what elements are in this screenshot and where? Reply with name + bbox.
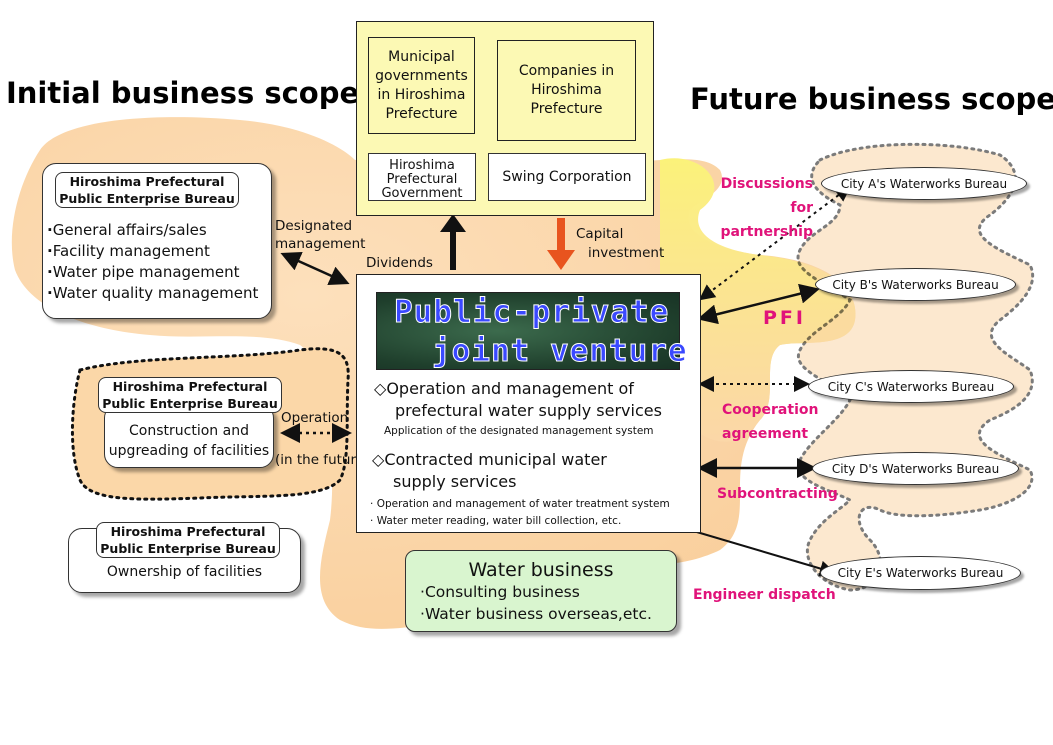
capital-investment-label: Capital investment bbox=[576, 225, 664, 263]
bureau-construction-body: Construction and upgreading of facilitie… bbox=[104, 421, 274, 461]
designated-line2: management bbox=[275, 236, 366, 252]
diamond-icon: ◇ bbox=[374, 379, 387, 398]
companies-label: Companies in Hiroshima Prefecture bbox=[518, 63, 615, 117]
swing-corporation-label: Swing Corporation bbox=[502, 169, 632, 185]
capital-line2: investment bbox=[588, 245, 665, 261]
op-line1: Operation and management of bbox=[386, 379, 634, 398]
prefectural-government-label: Hiroshima Prefectural Government bbox=[381, 158, 463, 201]
discussions-line2: for partnership bbox=[720, 200, 813, 240]
bureau-construction-title: Hiroshima Prefectural Public Enterprise … bbox=[98, 377, 282, 413]
capital-line1: Capital bbox=[576, 226, 624, 242]
future-scope-blob bbox=[796, 142, 1035, 592]
future-scope-title: Future business scope bbox=[690, 82, 1053, 116]
joint-venture-title-line2: joint venture bbox=[432, 333, 688, 370]
operation-management-section: ◇Operation and management of prefectural… bbox=[374, 378, 662, 422]
list-item: General affairs/sales bbox=[47, 220, 258, 241]
bureau-construction-title-line2: Public Enterprise Bureau bbox=[102, 396, 278, 411]
pfi-label: PFI bbox=[763, 307, 806, 329]
bureau-main-title-line1: Hiroshima Prefectural bbox=[69, 174, 225, 189]
dividends-label: Dividends bbox=[366, 255, 433, 271]
joint-venture-title-line1: Public-private bbox=[393, 294, 670, 331]
bureau-construction-title-line1: Hiroshima Prefectural bbox=[112, 379, 268, 394]
op-sub: Application of the designated management… bbox=[384, 425, 654, 437]
construction-line1: Construction and bbox=[129, 423, 249, 439]
bureau-ownership-body: Ownership of facilities bbox=[106, 564, 263, 580]
bureau-main-title: Hiroshima Prefectural Public Enterprise … bbox=[55, 172, 239, 208]
municipal-governments-box: Municipal governments in Hiroshima Prefe… bbox=[368, 37, 475, 134]
list-item: · Operation and management of water trea… bbox=[370, 498, 670, 510]
city-c-bureau: City C's Waterworks Bureau bbox=[808, 370, 1014, 403]
cooperation-label: Cooperation agreement bbox=[722, 398, 818, 446]
joint-venture-banner bbox=[376, 292, 680, 370]
list-item: ·Consulting business bbox=[420, 583, 580, 601]
engineer-dispatch-label: Engineer dispatch bbox=[693, 587, 836, 603]
op-line2: prefectural water supply services bbox=[395, 401, 662, 420]
prefectural-government-box: Hiroshima Prefectural Government bbox=[368, 153, 476, 201]
in-future-label: (in the future) bbox=[275, 452, 370, 468]
water-business-box: Water business ·Consulting business ·Wat… bbox=[405, 550, 677, 632]
contract-line1: Contracted municipal water bbox=[384, 450, 607, 469]
bureau-ownership-title-line1: Hiroshima Prefectural bbox=[110, 524, 266, 539]
swing-corporation-box: Swing Corporation bbox=[488, 153, 646, 201]
city-e-bureau: City E's Waterworks Bureau bbox=[820, 556, 1021, 590]
water-business-list: ·Consulting business ·Water business ove… bbox=[406, 581, 676, 625]
list-item: Water quality management bbox=[47, 283, 259, 304]
operation-label: Operation bbox=[281, 410, 349, 426]
subcontracting-label: Subcontracting bbox=[717, 486, 838, 502]
discussions-label: Discussions for partnership bbox=[700, 172, 813, 244]
diamond-icon: ◇ bbox=[372, 450, 385, 469]
cooperation-line2: agreement bbox=[722, 426, 809, 442]
list-item: ·Water business overseas,etc. bbox=[420, 605, 652, 623]
bureau-ownership-title: Hiroshima Prefectural Public Enterprise … bbox=[96, 522, 280, 558]
water-business-title: Water business bbox=[468, 559, 614, 581]
initial-scope-title: Initial business scope bbox=[6, 76, 360, 110]
municipal-governments-label: Municipal governments in Hiroshima Prefe… bbox=[375, 48, 468, 122]
designated-line1: Designated bbox=[275, 218, 353, 234]
cooperation-line1: Cooperation bbox=[722, 402, 819, 418]
city-b-bureau: City B's Waterworks Bureau bbox=[815, 268, 1016, 301]
contracted-section: ◇Contracted municipal water supply servi… bbox=[372, 449, 607, 493]
bureau-ownership-title-line2: Public Enterprise Bureau bbox=[100, 541, 276, 556]
construction-line2: upgreading of facilities bbox=[108, 443, 270, 459]
bureau-main-title-line2: Public Enterprise Bureau bbox=[59, 191, 235, 206]
list-item: Facility management bbox=[47, 241, 258, 262]
city-a-bureau: City A's Waterworks Bureau bbox=[821, 167, 1027, 200]
designated-management-label: Designated management bbox=[275, 217, 365, 253]
discussions-line1: Discussions bbox=[720, 176, 813, 192]
companies-box: Companies in Hiroshima Prefecture bbox=[497, 40, 636, 141]
contract-items: · Operation and management of water trea… bbox=[370, 496, 670, 530]
bureau-construction-box bbox=[104, 404, 274, 468]
contract-line2: supply services bbox=[393, 472, 517, 491]
list-item: · Water meter reading, water bill collec… bbox=[370, 515, 622, 527]
list-item: Water pipe management bbox=[47, 262, 258, 283]
bureau-main-list: General affairs/sales Facility managemen… bbox=[47, 220, 259, 304]
city-d-bureau: City D's Waterworks Bureau bbox=[812, 452, 1019, 485]
